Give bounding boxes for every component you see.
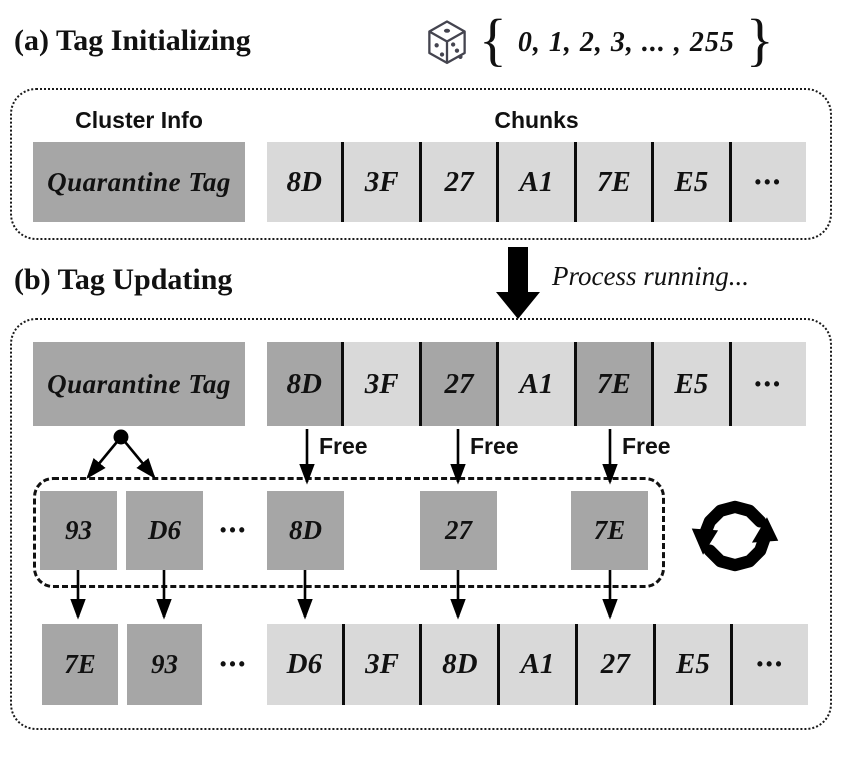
- free-label: Free: [319, 433, 368, 459]
- tag-initializing-panel: [10, 88, 832, 240]
- pool-tag: 27: [420, 491, 497, 570]
- pool-tag: D6: [126, 491, 203, 570]
- cycle-arrows-icon: [691, 500, 779, 572]
- section-b-title: (b) Tag Updating: [14, 263, 233, 296]
- chunk-cell: 3F: [341, 142, 419, 222]
- chunk-cell: A1: [496, 342, 574, 426]
- process-running-label: Process running...: [552, 261, 749, 291]
- chunk-cell: 27: [418, 342, 497, 426]
- updated-ellipsis: •••: [220, 654, 248, 674]
- chunk-cell: 8D: [267, 142, 342, 222]
- down-arrow-icon: [496, 247, 540, 319]
- chunk-cell: D6: [267, 624, 342, 705]
- updated-tag: 7E: [42, 624, 118, 705]
- chunk-cell: 7E: [573, 142, 652, 222]
- chunk-cell-ellipsis: •••: [728, 342, 806, 426]
- chunk-cell: 8D: [419, 624, 498, 705]
- chunk-cell: 8D: [267, 342, 342, 426]
- pool-tag: 7E: [571, 491, 648, 570]
- chunk-cell: A1: [496, 142, 574, 222]
- chunk-cell: E5: [651, 142, 729, 222]
- chunk-cell-ellipsis: •••: [730, 624, 809, 705]
- set-values: 0, 1, 2, 3, ... , 255: [517, 27, 735, 58]
- section-a-title: (a) Tag Initializing: [14, 24, 251, 57]
- quarantine-tag-box-a: Quarantine Tag: [33, 142, 245, 222]
- chunk-cell: A1: [497, 624, 575, 705]
- set-brace-left: {: [479, 7, 507, 73]
- random-tag-set: { 0, 1, 2, 3, ... , 255 }: [424, 7, 774, 74]
- chunk-cell-ellipsis: •••: [728, 142, 806, 222]
- chunk-strip-after: D6 3F 8D A1 27 E5 •••: [267, 624, 809, 705]
- chunk-cell: 27: [574, 624, 653, 705]
- chunk-strip-before: 8D 3F 27 A1 7E E5 •••: [267, 342, 806, 426]
- chunk-cell: 3F: [341, 342, 419, 426]
- chunk-strip-initial: 8D 3F 27 A1 7E E5 •••: [267, 142, 806, 222]
- pool-tag: 8D: [267, 491, 344, 570]
- set-brace-right: }: [745, 7, 774, 73]
- chunk-cell: 3F: [341, 624, 420, 705]
- quarantine-tag-box-b: Quarantine Tag: [33, 342, 245, 426]
- chunk-cell: E5: [651, 342, 729, 426]
- chunk-cell: 7E: [573, 342, 652, 426]
- cluster-info-label: Cluster Info: [75, 107, 203, 133]
- chunks-label: Chunks: [494, 107, 579, 133]
- updated-tag: 93: [127, 624, 202, 705]
- chunk-cell: 27: [418, 142, 497, 222]
- pool-ellipsis: •••: [220, 520, 248, 540]
- free-label: Free: [622, 433, 671, 459]
- tag-updating-panel: [10, 318, 832, 730]
- dice-icon: [428, 20, 466, 65]
- free-label: Free: [470, 433, 519, 459]
- tag-pool-box: [33, 477, 665, 588]
- chunk-cell: E5: [652, 624, 731, 705]
- pool-tag: 93: [40, 491, 117, 570]
